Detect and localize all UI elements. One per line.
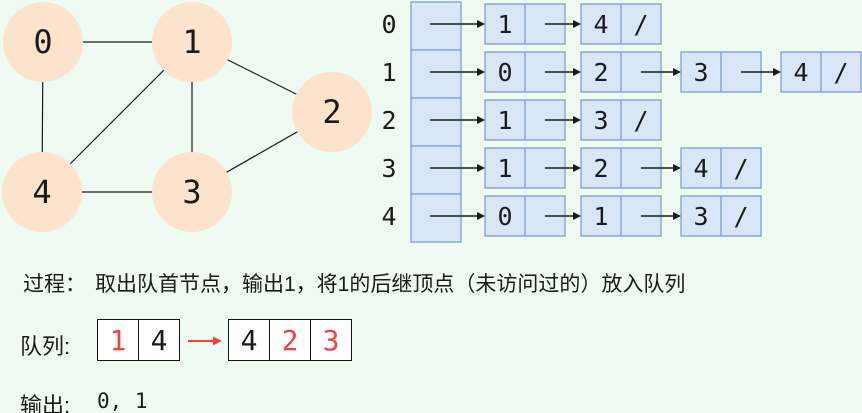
- null-pointer-slash: /: [733, 202, 748, 231]
- graph: 0 1 2 3 4: [2, 2, 372, 232]
- null-pointer-slash: /: [633, 10, 648, 39]
- list-node-box: 2: [580, 51, 681, 93]
- list-node-box: 1: [580, 195, 681, 237]
- graph-node-label: 2: [322, 93, 341, 131]
- queue-cell: 4: [240, 323, 258, 357]
- graph-node-circle: [152, 2, 232, 82]
- null-pointer-slash: /: [633, 106, 648, 135]
- graph-node-1: 1: [152, 2, 232, 82]
- list-node-value: 3: [693, 58, 708, 87]
- graph-node-3: 3: [152, 152, 232, 232]
- null-pointer-slash: /: [733, 154, 748, 183]
- graph-node-circle: [2, 152, 82, 232]
- list-node-box: 3 /: [580, 99, 662, 141]
- list-node-box: 0: [484, 195, 581, 237]
- list-node-value: 0: [497, 58, 512, 87]
- list-node-box: 1: [484, 147, 581, 189]
- queue-cell: 3: [310, 320, 351, 360]
- graph-node-2: 2: [292, 72, 372, 152]
- list-node-box: 4 /: [780, 51, 862, 93]
- queue-after-box: 4 2 3: [228, 319, 352, 361]
- list-node-value: 0: [497, 202, 512, 231]
- graph-node-0: 0: [3, 2, 83, 82]
- row-label: 1: [381, 58, 396, 87]
- list-node-value: 2: [593, 154, 608, 183]
- row-label: 4: [381, 202, 396, 231]
- queue-cell: 2: [269, 320, 310, 360]
- process-line: 过程： 取出队首节点，输出1，将1的后继顶点（未访问过的）放入队列: [23, 268, 685, 298]
- list-node-value: 1: [497, 154, 512, 183]
- adjacency-row-2: 2 1 3 /: [381, 97, 662, 147]
- list-node-value: 3: [693, 202, 708, 231]
- list-node-value: 1: [593, 202, 608, 231]
- process-label: 过程：: [23, 273, 86, 296]
- list-node-value: 2: [593, 58, 608, 87]
- head-array-cell: [410, 145, 462, 195]
- graph-node-4: 4: [2, 152, 82, 232]
- list-node-box: 4 /: [580, 3, 662, 45]
- adjacency-list: 0 1 4 / 1: [381, 1, 862, 243]
- graph-node-label: 0: [33, 23, 52, 61]
- graph-and-adjacency-diagram: 0 1 2 3 4 0: [2, 1, 862, 243]
- list-node-value: 3: [593, 106, 608, 135]
- output-value: 0, 1: [97, 389, 148, 413]
- list-node-box: 3 /: [680, 195, 762, 237]
- adjacency-row-0: 0 1 4 /: [381, 1, 662, 51]
- list-node-box: 3: [680, 51, 781, 93]
- adjacency-row-1: 1 0 2 3: [381, 49, 862, 99]
- list-node-value: 4: [793, 58, 808, 87]
- graph-node-label: 3: [182, 173, 201, 211]
- row-label: 3: [381, 154, 396, 183]
- graph-node-circle: [152, 152, 232, 232]
- process-text: 取出队首节点，输出1，将1的后继顶点（未访问过的）放入队列: [95, 273, 686, 296]
- head-array-cell: [410, 97, 462, 147]
- null-pointer-slash: /: [833, 58, 848, 87]
- head-array-cell: [410, 1, 462, 51]
- row-label: 2: [381, 106, 396, 135]
- list-node-value: 4: [693, 154, 708, 183]
- list-node-box: 2: [580, 147, 681, 189]
- graph-node-circle: [292, 72, 372, 152]
- queue-cell: 1: [109, 323, 127, 357]
- output-label: 输出:: [20, 393, 71, 413]
- queue-label: 队列:: [20, 334, 71, 359]
- graph-node-label: 1: [182, 23, 201, 61]
- adjacency-row-3: 3 1 2 4 /: [381, 145, 762, 195]
- adjacency-row-4: 4 0 1 3 /: [381, 193, 762, 243]
- list-node-box: 0: [484, 51, 581, 93]
- queue-transition-arrow: [188, 336, 222, 346]
- list-node-value: 4: [593, 10, 608, 39]
- graph-node-circle: [3, 2, 83, 82]
- head-array-cell: [410, 193, 462, 243]
- list-node-value: 1: [497, 106, 512, 135]
- queue-before-box: 1 4: [97, 319, 180, 361]
- head-array-cell: [410, 49, 462, 99]
- row-label: 0: [381, 10, 396, 39]
- list-node-value: 1: [497, 10, 512, 39]
- list-node-box: 1: [484, 99, 581, 141]
- list-node-box: 1: [484, 3, 581, 45]
- graph-node-label: 4: [32, 173, 51, 211]
- queue-cell: 4: [138, 320, 179, 360]
- list-node-box: 4 /: [680, 147, 762, 189]
